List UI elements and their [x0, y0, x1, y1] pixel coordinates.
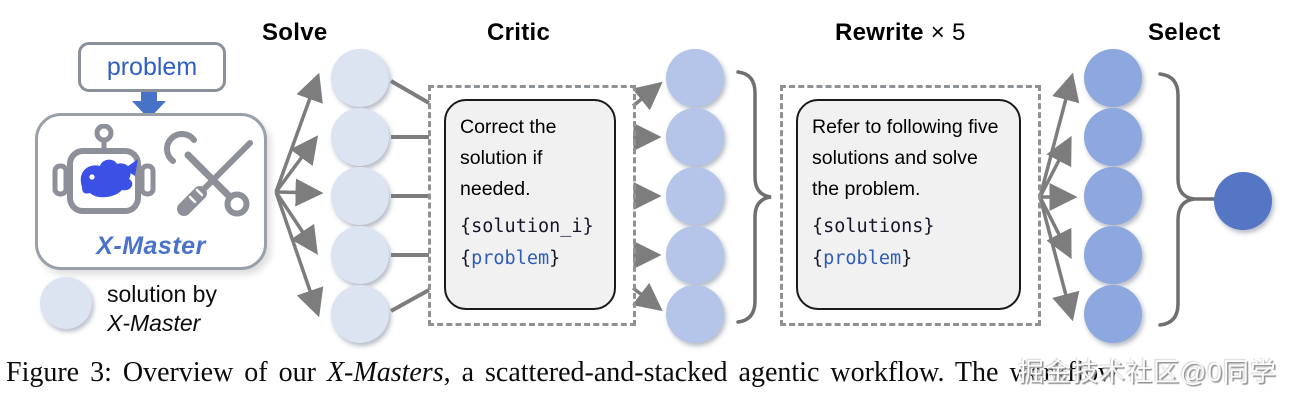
problem-label: problem: [106, 52, 198, 81]
stage-label-rewrite: Rewrite × 5: [835, 19, 966, 47]
rewritten-solution-circle: [1084, 285, 1142, 343]
caption-prefix: Figure 3: Overview of our: [6, 357, 327, 388]
brace-to-rewrite: [736, 70, 772, 324]
stage-label-rewrite-multiplier: × 5: [923, 19, 966, 46]
legend-line2: X-Master: [107, 310, 201, 337]
legend-solution-circle: [40, 277, 92, 329]
critic-var-problem: {problem}: [460, 247, 561, 269]
rewrite-prompt-card: Refer to following five solutions and so…: [796, 99, 1021, 310]
solution-circle: [331, 108, 389, 166]
agent-card: X-Master: [35, 113, 267, 270]
rewrite-dashed-box: [780, 85, 1041, 326]
rewritten-solution-circle: [1084, 167, 1142, 225]
rewritten-solution-circle: [1084, 226, 1142, 284]
brace-to-final: [1158, 72, 1216, 327]
watermark: 掘金技术社区@0同学: [1018, 357, 1277, 387]
links-solve-to-critic: [389, 79, 431, 313]
solution-circle: [331, 167, 389, 225]
critic-prompt-card: Correct the solution if needed. {solutio…: [444, 99, 616, 310]
rewrite-instruction: Refer to following five solutions and so…: [812, 116, 999, 200]
legend-text: solution by X-Master: [107, 280, 217, 339]
critic-dashed-box: [428, 85, 636, 326]
fan-arrows-select: [1038, 72, 1080, 322]
revised-solution-circle: [666, 108, 724, 166]
revised-solution-circle: [666, 167, 724, 225]
robot-icon: [52, 124, 156, 214]
figure-caption: Figure 3: Overview of our X-Masters, a s…: [6, 357, 1298, 389]
revised-solution-circle: [666, 285, 724, 343]
caption-suffix: , a scattered-and-stacked agentic workfl…: [443, 357, 1119, 388]
rewrite-var-solutions: {solutions}: [812, 216, 935, 238]
solution-circle: [331, 285, 389, 343]
agent-name: X-Master: [96, 232, 206, 260]
final-selected-solution-circle: [1214, 172, 1272, 230]
caption-method-name: X-Masters: [326, 357, 444, 388]
stage-label-rewrite-word: Rewrite: [835, 19, 924, 46]
rewrite-variables: {solutions} {problem}: [812, 211, 1005, 274]
rewritten-solution-circle: [1084, 108, 1142, 166]
problem-box: problem: [78, 42, 226, 92]
revised-solution-circle: [666, 49, 724, 107]
stage-label-critic: Critic: [487, 19, 551, 46]
legend-line1: solution by: [107, 281, 217, 307]
fan-arrows-solve: [274, 72, 324, 318]
critic-instruction: Correct the solution if needed.: [460, 116, 557, 200]
whale-icon: [80, 159, 138, 198]
stage-label-solve: Solve: [262, 19, 328, 46]
rewrite-var-problem: {problem}: [812, 247, 913, 269]
revised-solution-circle: [666, 226, 724, 284]
solution-circle: [331, 226, 389, 284]
arrows-critic-to-circles: [631, 81, 663, 312]
solution-circle: [331, 49, 389, 107]
critic-var-solution: {solution_i}: [460, 216, 594, 238]
rewritten-solution-circle: [1084, 49, 1142, 107]
critic-variables: {solution_i} {problem}: [460, 211, 600, 274]
tools-icon: [164, 131, 253, 217]
stage-label-select: Select: [1148, 19, 1221, 46]
